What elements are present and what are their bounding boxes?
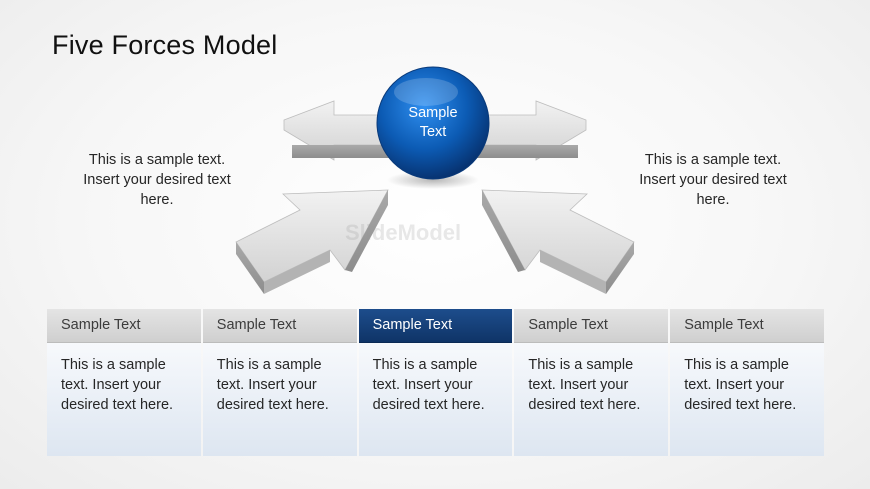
column-body-line: This is a sample [372, 357, 478, 373]
top-left-arrow [283, 100, 396, 161]
side-text-left: This is a sample text. Insert your desir… [57, 150, 257, 210]
column-body: This is a sample text. Insert your desir… [514, 343, 669, 456]
force-column-3: Sample Text This is a sample text. Inser… [358, 309, 513, 456]
column-header: Sample Text [514, 309, 669, 343]
column-body-line: desired text here. [684, 397, 797, 413]
force-columns: Sample Text This is a sample text. Inser… [47, 309, 824, 456]
side-text-right-line: here. [696, 192, 730, 208]
force-column-2: Sample Text This is a sample text. Inser… [202, 309, 357, 456]
side-text-left-line: here. [140, 192, 174, 208]
column-body-line: This is a sample [216, 357, 322, 373]
center-label: Sample Text [378, 104, 488, 142]
force-column-4: Sample Text This is a sample text. Inser… [514, 309, 669, 456]
column-body-line: desired text here. [216, 397, 329, 413]
column-body: This is a sample text. Insert your desir… [670, 343, 824, 456]
side-text-left-line: Insert your desired text [83, 172, 231, 188]
bottom-left-arrow [235, 189, 389, 294]
column-body-line: text. Insert your [61, 377, 161, 393]
force-column-1: Sample Text This is a sample text. Inser… [47, 309, 201, 456]
column-body-line: desired text here. [61, 397, 174, 413]
force-column-5: Sample Text This is a sample text. Inser… [670, 309, 824, 456]
column-body-line: desired text here. [372, 397, 485, 413]
column-body-line: text. Insert your [216, 377, 317, 393]
column-header: Sample Text [670, 309, 824, 343]
sphere-shadow [387, 171, 479, 189]
sphere-highlight [394, 78, 458, 106]
top-right-arrow [474, 100, 587, 161]
center-label-line-1: Sample [408, 105, 458, 121]
column-body: This is a sample text. Insert your desir… [47, 343, 201, 456]
column-body-line: This is a sample [61, 357, 166, 373]
column-body-line: text. Insert your [372, 377, 473, 393]
column-body-line: text. Insert your [684, 377, 785, 393]
side-text-right-line: Insert your desired text [639, 172, 787, 188]
page-title: Five Forces Model [52, 30, 278, 60]
column-body-line: desired text here. [528, 397, 641, 413]
center-label-line-2: Text [419, 124, 447, 140]
column-body-line: This is a sample [528, 357, 634, 373]
column-header: Sample Text [358, 309, 513, 343]
center-sphere [376, 66, 490, 180]
side-text-right: This is a sample text. Insert your desir… [613, 150, 813, 210]
side-text-left-line: This is a sample text. [88, 152, 226, 168]
column-body: This is a sample text. Insert your desir… [202, 343, 357, 456]
column-header: Sample Text [202, 309, 357, 343]
watermark-logo: SlideModel [345, 220, 462, 245]
bottom-right-arrow [481, 189, 635, 294]
column-body-line: This is a sample [684, 357, 789, 373]
column-body: This is a sample text. Insert your desir… [358, 343, 513, 456]
column-body-line: text. Insert your [528, 377, 629, 393]
column-header: Sample Text [47, 309, 201, 343]
side-text-right-line: This is a sample text. [644, 152, 782, 168]
